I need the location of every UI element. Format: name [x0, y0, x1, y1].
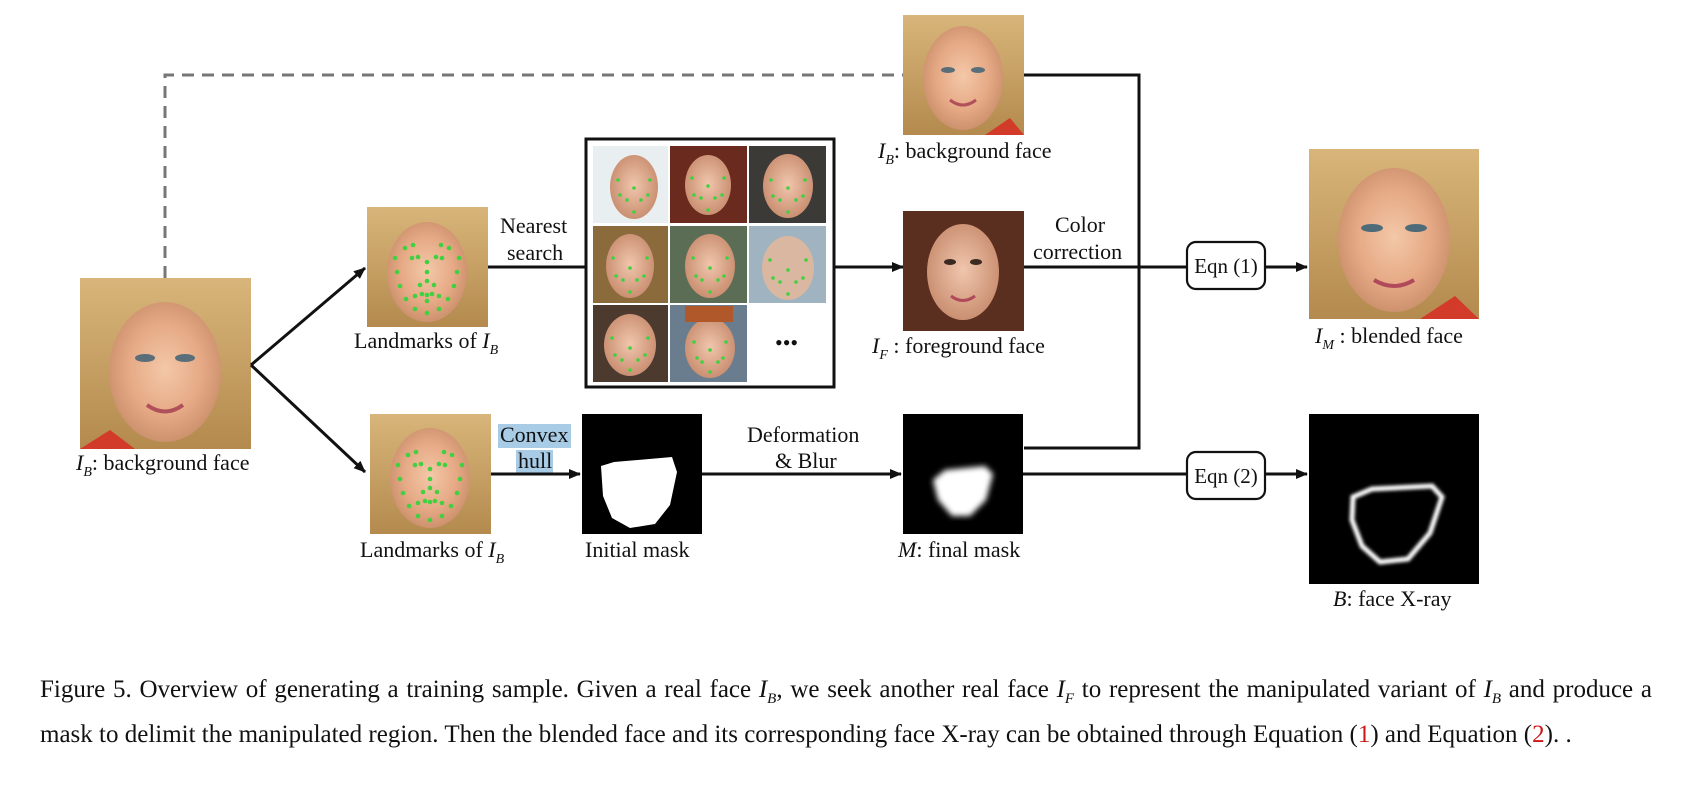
figure-caption: Figure 5. Overview of generating a train…	[40, 676, 1652, 748]
eqn1-box: Eqn (1)	[1185, 240, 1267, 291]
arrow-to-landmarks-bottom	[249, 363, 367, 474]
foreground-face-image	[903, 211, 1024, 331]
landmarks-top-label: Landmarks of IB	[354, 328, 499, 358]
background-face-label: IB: background face	[877, 138, 1051, 168]
initial-mask-image	[582, 414, 702, 534]
nearest-search-label-1: Nearest	[500, 213, 567, 238]
equation-ref-1[interactable]: 1	[1357, 721, 1371, 748]
color-correction-label-1: Color	[1055, 212, 1106, 237]
landmarks-bottom-image	[370, 414, 491, 534]
convex-hull-label-2: hull	[518, 448, 552, 473]
dashed-connector	[163, 73, 905, 278]
line-background-to-eqn1	[1024, 73, 1141, 450]
background-face-image	[903, 15, 1024, 135]
final-mask-label: M: final mask	[897, 537, 1020, 562]
blended-face-image	[1309, 149, 1479, 319]
blended-face-label: IM : blended face	[1314, 323, 1463, 353]
eqn2-box: Eqn (2)	[1185, 450, 1267, 501]
equation-ref-2[interactable]: 2	[1532, 721, 1545, 748]
face-xray-label: B: face X-ray	[1333, 586, 1452, 611]
face-xray-image	[1309, 414, 1479, 584]
foreground-face-label: IF : foreground face	[871, 333, 1045, 363]
input-face-label: IB: background face	[75, 450, 249, 480]
face-database-grid	[584, 137, 836, 389]
deformation-label-2: & Blur	[775, 448, 837, 473]
arrow-to-landmarks-top	[250, 266, 366, 367]
landmarks-bottom-label: Landmarks of IB	[360, 537, 505, 567]
nearest-search-label-2: search	[507, 240, 563, 265]
color-correction-label-2: correction	[1033, 239, 1122, 264]
pipeline-diagram: IB: background face Landmarks of IB Near…	[75, 15, 1479, 611]
initial-mask-label: Initial mask	[585, 537, 689, 562]
landmarks-top-image	[367, 207, 488, 327]
input-face-image	[80, 278, 251, 449]
convex-hull-highlight-2	[516, 450, 553, 474]
eqn1-label: Eqn (1)	[1194, 254, 1258, 278]
convex-hull-highlight-1	[498, 424, 571, 448]
eqn2-label: Eqn (2)	[1194, 464, 1258, 488]
convex-hull-label-1: Convex	[500, 422, 568, 447]
final-mask-image	[903, 414, 1023, 534]
ellipsis-more-faces: •••	[775, 330, 798, 355]
deformation-label-1: Deformation	[747, 422, 859, 447]
